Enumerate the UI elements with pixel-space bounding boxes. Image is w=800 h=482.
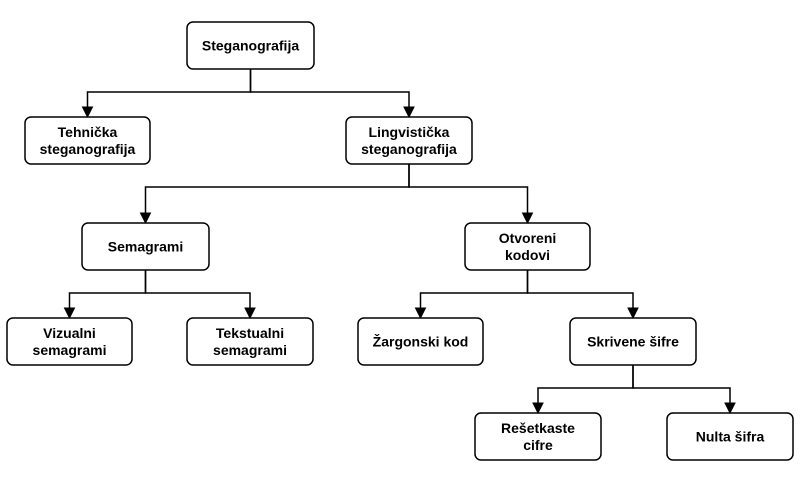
- arrowhead-skrivene: [627, 307, 639, 320]
- node-nulta-box: [666, 412, 794, 461]
- arrowhead-resetkaste: [532, 402, 544, 415]
- arrowhead-semagrami: [139, 212, 152, 225]
- node-tekstualni-box: [186, 317, 314, 366]
- arrowhead-nulta: [724, 402, 736, 415]
- node-vizualni-box: [6, 317, 133, 366]
- node-otvoreni-box: [464, 222, 591, 271]
- node-tekstualni-label-line-0: Tekstualni: [216, 325, 284, 341]
- node-tekstualni-label-line-1: semagrami: [213, 342, 287, 358]
- node-steganografija: Steganografija: [186, 21, 315, 70]
- node-semagrami-label-line-0: Semagrami: [108, 239, 183, 255]
- edge-otvoreni-to-zargonski: [419, 270, 529, 310]
- edge-semagrami-to-tekstualni: [144, 270, 251, 310]
- node-zargonski-box: [357, 317, 484, 366]
- node-tehnicka-label-line-1: steganografija: [40, 141, 136, 157]
- edge-steganografija-to-tehnicka: [86, 69, 252, 109]
- edge-lingvisticka-to-semagrami: [144, 164, 410, 215]
- node-nulta: Nulta šifra: [666, 412, 794, 461]
- node-resetkaste-box: [474, 412, 602, 461]
- node-lingvisticka-box: [345, 116, 473, 165]
- node-tehnicka-box: [24, 116, 151, 165]
- node-steganografija-box: [186, 21, 315, 70]
- node-zargonski: Žargonski kod: [357, 317, 484, 366]
- node-lingvisticka-label-line-1: steganografija: [361, 141, 457, 157]
- edge-skrivene-to-resetkaste: [537, 365, 634, 405]
- node-skrivene-box: [569, 317, 697, 366]
- node-zargonski-label-line-0: Žargonski kod: [373, 333, 469, 350]
- edge-skrivene-to-nulta: [632, 365, 731, 405]
- node-nulta-label-line-0: Nulta šifra: [696, 429, 765, 445]
- node-semagrami: Semagrami: [81, 222, 210, 271]
- edges-layer: [63, 69, 736, 415]
- arrowhead-otvoreni: [521, 212, 534, 225]
- node-skrivene: Skrivene šifre: [569, 317, 697, 366]
- arrowhead-tekstualni: [244, 307, 256, 320]
- edge-lingvisticka-to-otvoreni: [408, 164, 529, 215]
- node-otvoreni-label-line-1: kodovi: [505, 247, 550, 263]
- nodes-layer: SteganografijaTehničkasteganografijaLing…: [6, 21, 794, 461]
- node-resetkaste-label-line-0: Rešetkaste: [501, 420, 575, 436]
- node-vizualni-label-line-0: Vizualni: [43, 325, 96, 341]
- node-vizualni-label-line-1: semagrami: [33, 342, 107, 358]
- arrowhead-zargonski: [414, 307, 427, 320]
- node-otvoreni-label-line-0: Otvoreni: [499, 230, 557, 246]
- node-tehnicka-label-line-0: Tehnička: [58, 124, 118, 140]
- edge-otvoreni-to-skrivene: [526, 270, 634, 310]
- arrowhead-lingvisticka: [403, 106, 415, 119]
- node-steganografija-label-line-0: Steganografija: [202, 38, 299, 54]
- edge-semagrami-to-vizualni: [68, 270, 147, 310]
- node-resetkaste-label-line-1: cifre: [523, 437, 553, 453]
- edge-steganografija-to-lingvisticka: [249, 69, 410, 109]
- node-lingvisticka-label-line-0: Lingvistička: [369, 124, 450, 140]
- arrowhead-vizualni: [63, 307, 76, 320]
- node-skrivene-label-line-0: Skrivene šifre: [587, 334, 679, 350]
- node-semagrami-box: [81, 222, 210, 271]
- arrowhead-tehnicka: [81, 106, 94, 119]
